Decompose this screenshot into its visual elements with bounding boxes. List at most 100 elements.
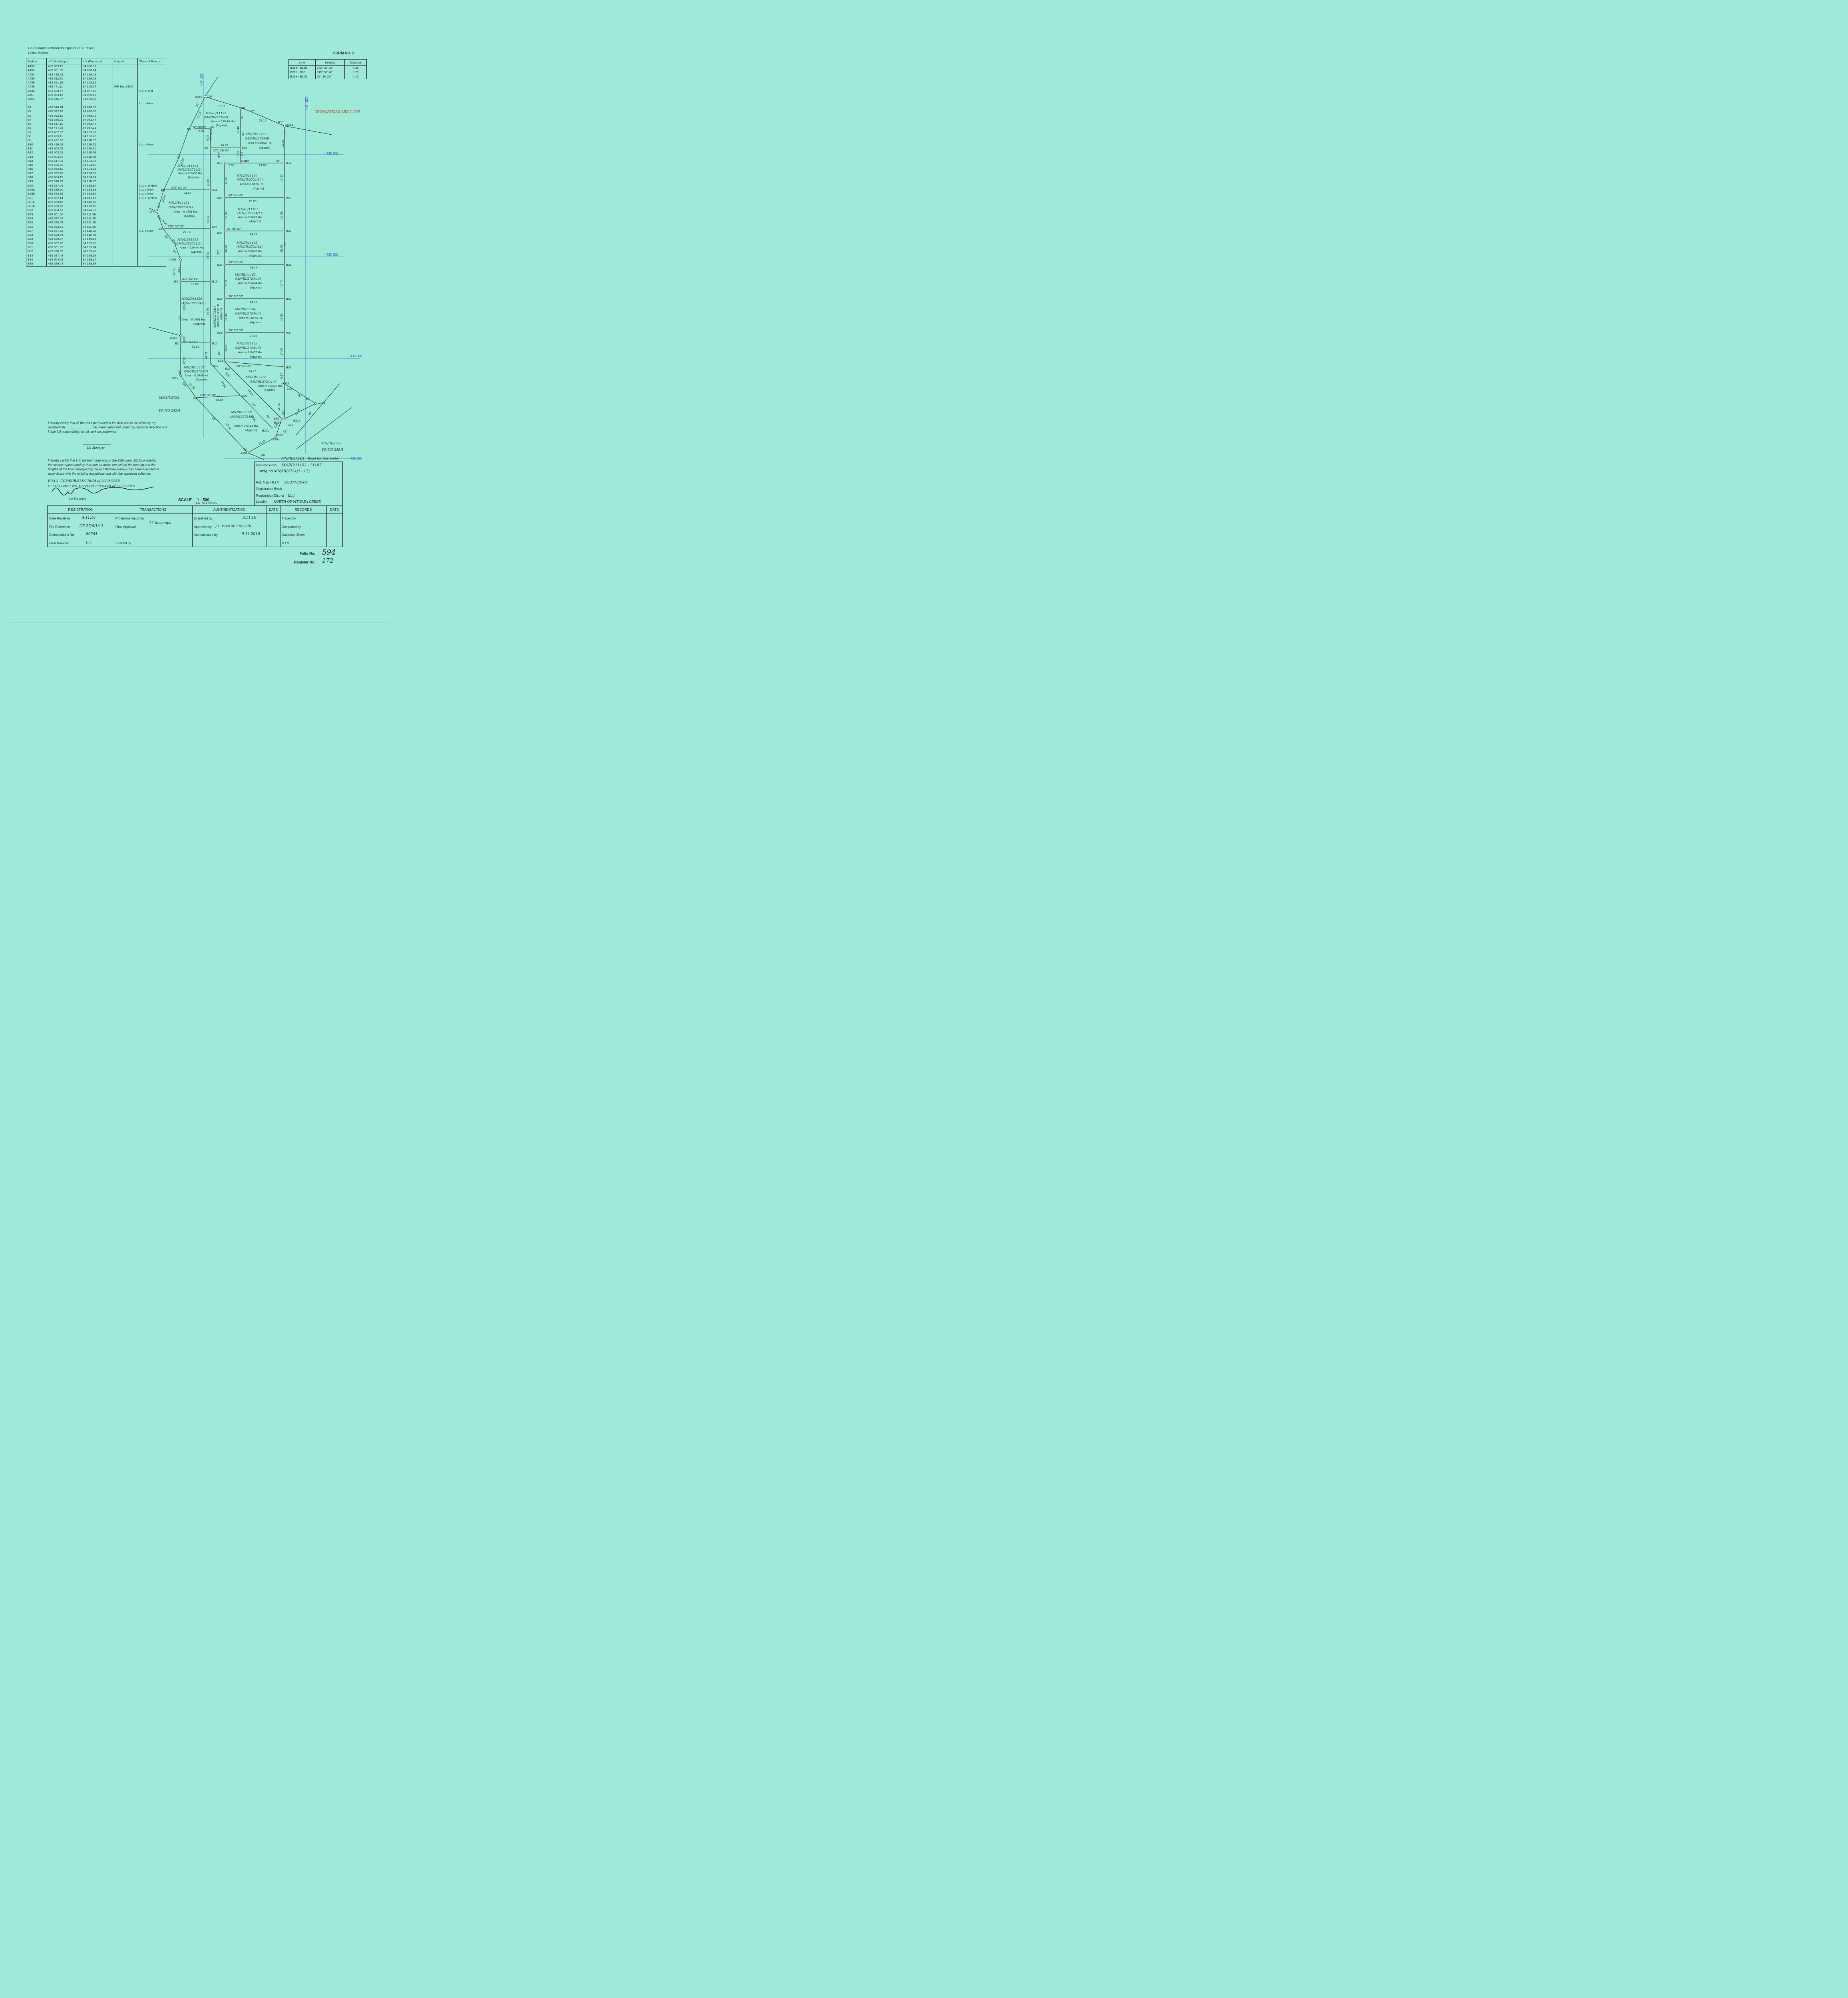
station-cell: B24 xyxy=(26,216,47,221)
grid-label-e2: + 84 150 xyxy=(305,97,308,110)
dim-label: 25.90 xyxy=(206,252,209,259)
dim-label: 32" xyxy=(283,242,287,246)
beacon-b7 xyxy=(209,127,212,130)
svg-text:Area = 0.0302 Ha.: Area = 0.0302 Ha. xyxy=(258,384,282,388)
northing-cell: 435 536.20 xyxy=(46,163,82,167)
beacon-class-cell xyxy=(137,159,166,163)
easting-cell: 84 082.42 xyxy=(81,122,113,126)
col-distance: Distance xyxy=(344,59,367,66)
easting-cell: 84 141.58 xyxy=(81,196,113,200)
dim-label: 270° 00' 00" xyxy=(182,277,199,281)
northing-cell: 435 528.67 xyxy=(46,89,82,94)
svg-text:(Approx): (Approx) xyxy=(249,219,261,223)
heights-cell xyxy=(113,225,138,229)
station-cell: B28 xyxy=(26,233,47,237)
easting-cell: 84 077.85 xyxy=(81,89,113,94)
ppa-note: P.P.A 2- CGK/SUB/KLS/178/15 of 29/08/201… xyxy=(48,479,120,483)
svg-text:MN/III/11161: MN/III/11161 xyxy=(237,207,258,211)
dim-label: 49' xyxy=(261,454,265,457)
heights-cell xyxy=(113,167,138,171)
boundary-w-a452 xyxy=(147,326,181,336)
dim-label: 179° xyxy=(177,267,181,273)
dim-label: 27.06 xyxy=(183,303,186,310)
dim-label: 19.11 xyxy=(206,216,210,223)
parcel-11165: MN/III/11165 (MN/III/2724/15) Area = 0.0… xyxy=(235,342,263,358)
heights-cell xyxy=(113,93,138,98)
dim-label: 26° xyxy=(307,410,312,416)
northing-cell: 435 634.88 xyxy=(46,192,82,196)
line-b20-b35 xyxy=(275,418,282,438)
svg-text:(Approx): (Approx) xyxy=(259,146,271,149)
heights-cell xyxy=(113,72,138,77)
easting-cell: 84 100.57 xyxy=(81,85,113,89)
lic-surveyor-label-2: Lic Surveyor xyxy=(69,497,87,501)
beacon-class-cell xyxy=(137,64,166,69)
easting-cell: 84 081.44 xyxy=(81,117,113,122)
label-b9: B9 xyxy=(241,106,245,109)
station-cell: B31 xyxy=(26,245,47,250)
dim-label: 16.39 xyxy=(280,211,283,219)
beacon-class-cell: I. p. c New xyxy=(137,229,166,233)
grid-label-e1: + 84 100 xyxy=(200,73,203,86)
beacon-class-cell xyxy=(137,146,166,151)
easting-cell: 84 103.60 xyxy=(81,163,113,167)
beacon-class-cell xyxy=(137,179,166,184)
label-b12: B12 xyxy=(241,159,247,163)
beacons xyxy=(156,96,317,454)
svg-text:(Approx): (Approx) xyxy=(250,286,262,289)
dim-label: 270° 00' 00" xyxy=(213,149,230,152)
beacon-b9 xyxy=(239,107,242,110)
beacon-b11 xyxy=(283,162,286,164)
beacon-class-cell xyxy=(137,72,166,77)
dim-label: 30.66 xyxy=(206,308,209,315)
parcel-11164: MN/III/11164 (MN/III/2724/14) Area = 0.0… xyxy=(235,307,263,324)
heights-cell xyxy=(113,155,138,159)
dimension-labels: 110° 19.11 02' 23.16 03" 24° 17.18 30" 1… xyxy=(156,95,312,457)
parcel-11159: MN/III/11159 (MN/III/2724/9) Area = 0.04… xyxy=(245,132,272,149)
svg-text:MN/III/11166: MN/III/11166 xyxy=(245,375,267,379)
dim-label: 90° 00' 00" xyxy=(229,260,243,264)
beacon-class-cell xyxy=(137,167,166,171)
station-cell: B19 xyxy=(26,179,47,184)
label-a456: A456 xyxy=(318,402,325,405)
dim-label: 13.61 xyxy=(224,344,228,352)
svg-text:MN/III/11163: MN/III/11163 xyxy=(235,273,256,277)
station-cell: B18 xyxy=(26,175,47,180)
svg-text:Area = 0.0474 Ha.: Area = 0.0474 Ha. xyxy=(238,281,263,285)
svg-text:(Approx): (Approx) xyxy=(250,320,262,324)
dim-label: 315° xyxy=(224,372,231,378)
dim-label: 28.15 xyxy=(250,300,257,304)
dim-label: 12" xyxy=(306,397,310,400)
station-cell: B20 xyxy=(26,183,47,188)
coord-datum: Co-ordinates reffered to Equator & 39° E… xyxy=(28,46,94,50)
station-cell: AM4 xyxy=(26,97,47,101)
dim-label: 32" xyxy=(217,250,220,255)
beacon-b8 xyxy=(209,147,212,149)
svg-text:Area = 0.0473 Ha.: Area = 0.0473 Ha. xyxy=(238,215,263,219)
station-cell: B27 xyxy=(26,229,47,233)
beacon-b15 xyxy=(209,227,212,230)
northing-cell: 435 570.56 xyxy=(46,249,82,254)
northing-cell: 435 609.15 xyxy=(46,93,82,98)
beacon-class-cell xyxy=(137,151,166,155)
line-b22-b35 xyxy=(224,361,282,419)
heights-cell xyxy=(113,97,138,101)
dim-label: 18.06 xyxy=(281,139,284,147)
station-cell: B8 xyxy=(26,134,47,139)
station-cell: A452 xyxy=(26,64,47,69)
beacon-a447 xyxy=(156,211,158,213)
beacon-a455 xyxy=(283,382,286,385)
beacon-class-cell: I. p. c. Old xyxy=(137,89,166,94)
beacon-b5 xyxy=(163,189,165,191)
northing-cell: 435 485.59 xyxy=(46,72,82,77)
northing-cell: 435 477.66 xyxy=(46,138,82,143)
easting-cell: 84 139.64 xyxy=(81,245,113,250)
station-cell: B13 xyxy=(26,155,47,159)
beacon-class-cell xyxy=(137,257,166,262)
